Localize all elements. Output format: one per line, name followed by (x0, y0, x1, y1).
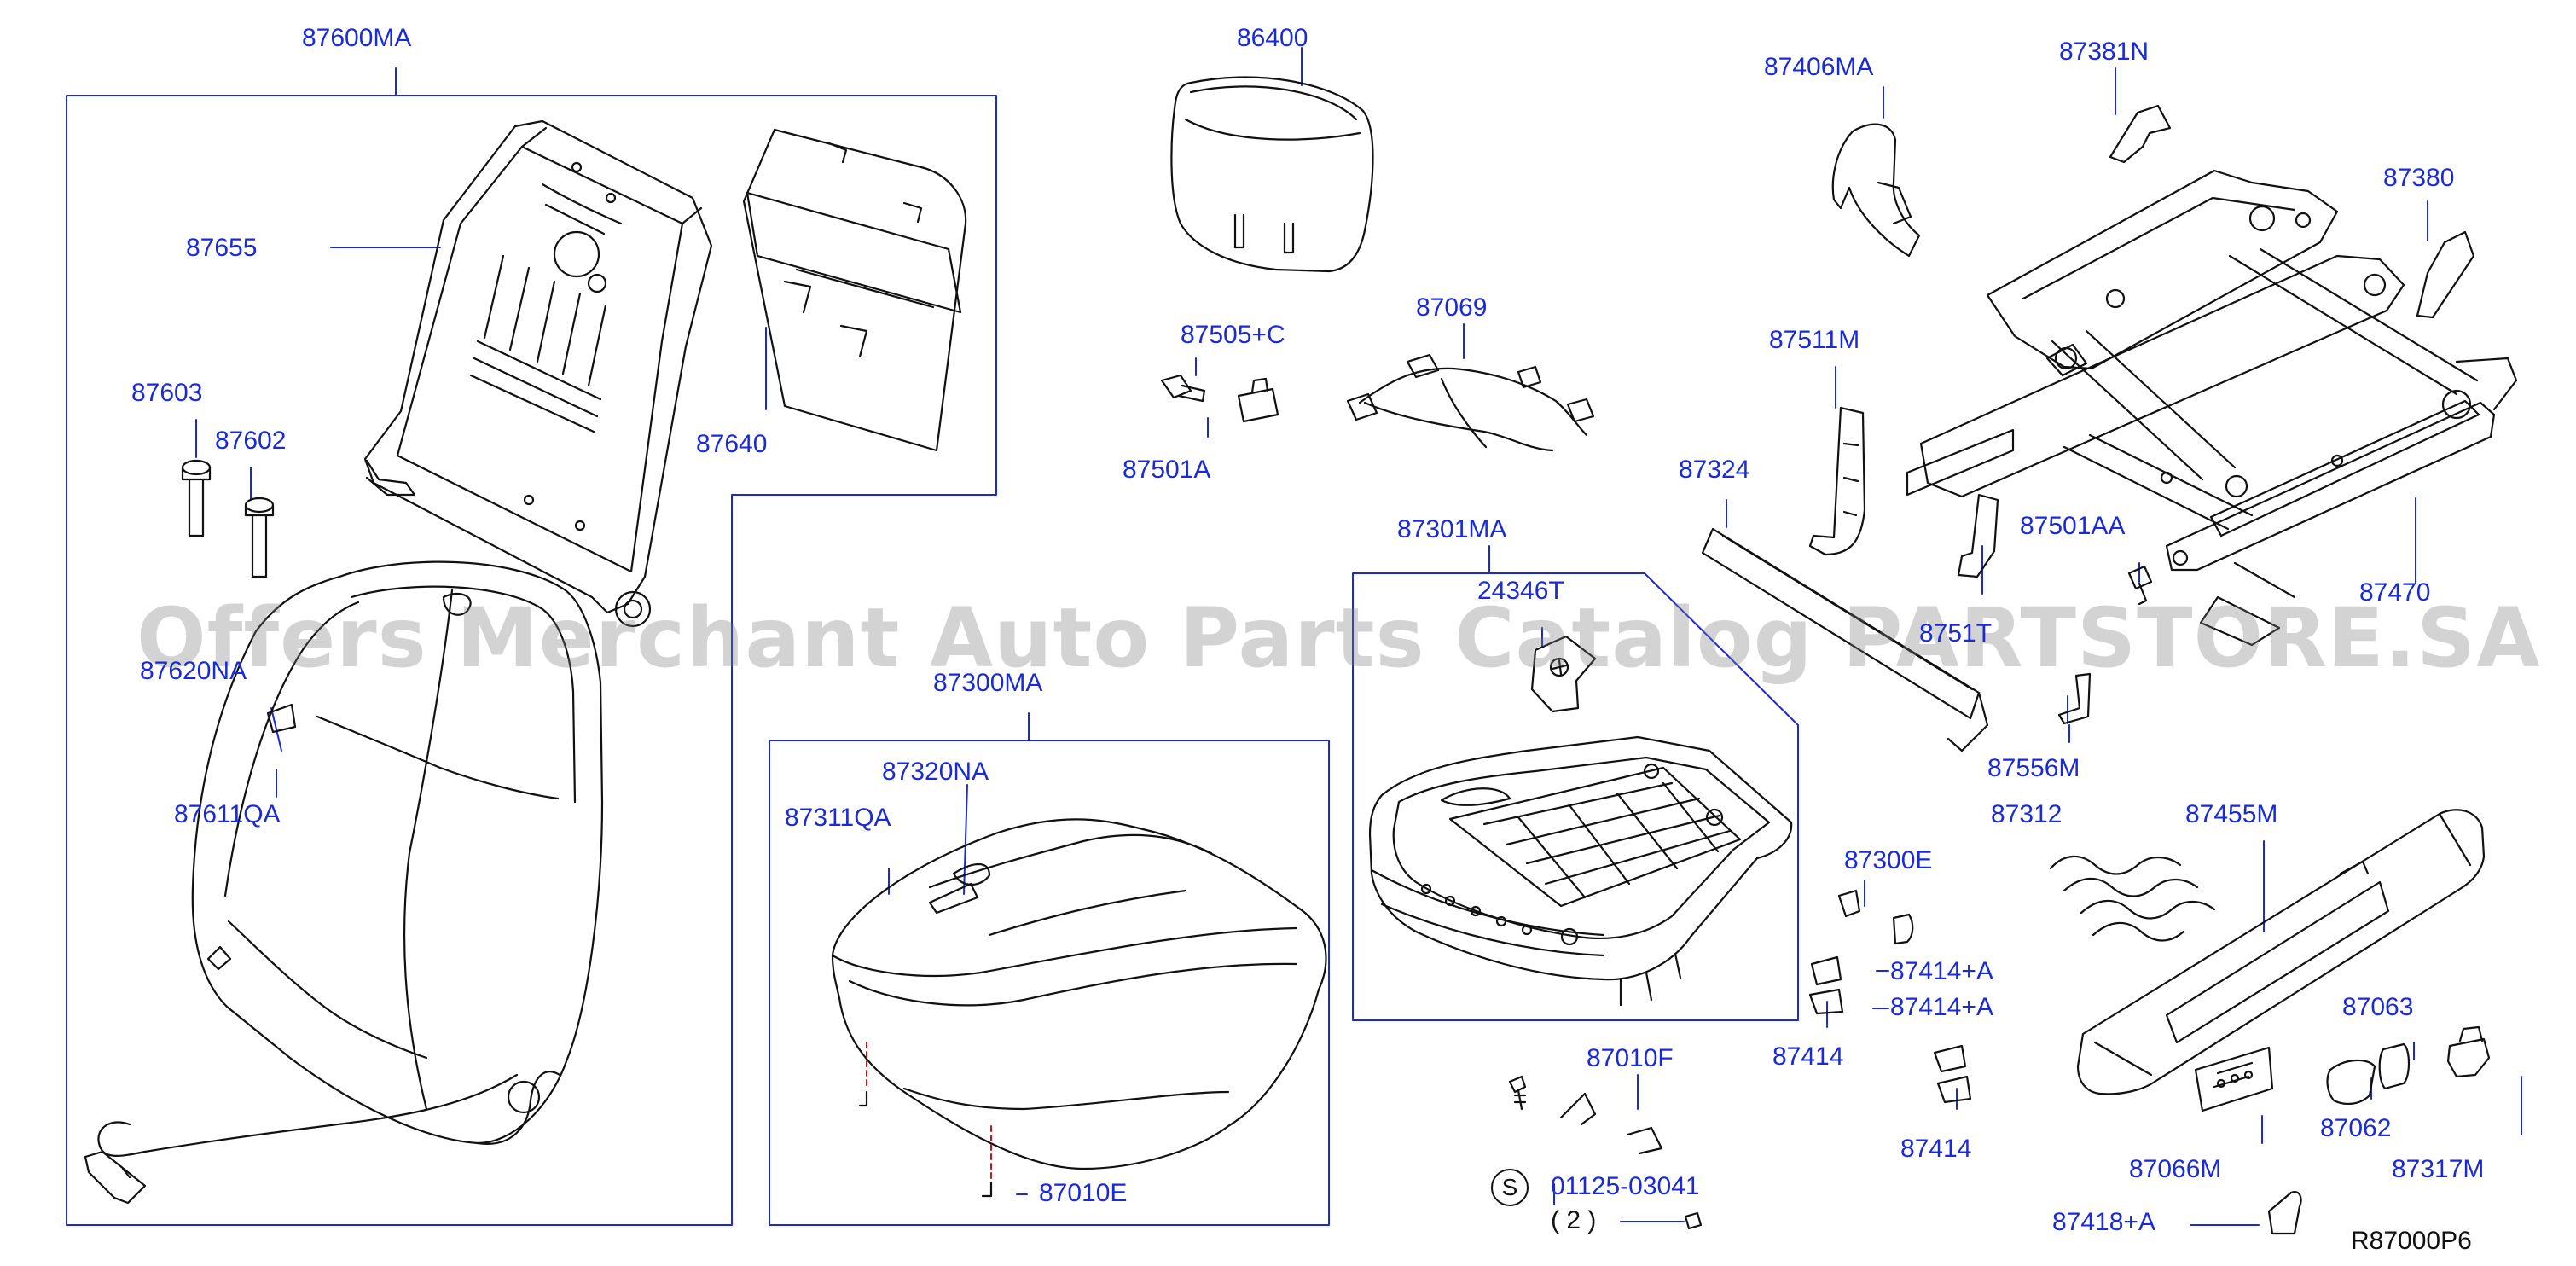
label-87501A[interactable]: 87501A (1123, 456, 1211, 484)
label-87414-2[interactable]: 87414 (1900, 1135, 1972, 1163)
bolt-87603 (181, 459, 212, 537)
sensor-24346T (1530, 635, 1597, 713)
label-87063[interactable]: 87063 (2342, 993, 2414, 1021)
label-87066M[interactable]: 87066M (2129, 1155, 2222, 1183)
part-87406MA (1831, 123, 1921, 258)
label-87317M[interactable]: 87317M (2392, 1155, 2485, 1183)
label-87311QA[interactable]: 87311QA (785, 804, 891, 832)
label-87010E[interactable]: 87010E (1039, 1179, 1128, 1207)
label-87418A[interactable]: 87418+A (2052, 1208, 2155, 1236)
label-87501AA[interactable]: 87501AA (2020, 512, 2126, 540)
part-87556M (2057, 672, 2092, 725)
label-87640[interactable]: 87640 (696, 430, 768, 458)
label-87324[interactable]: 87324 (1679, 456, 1750, 484)
label-87620NA[interactable]: 87620NA (140, 657, 247, 685)
label-8751T[interactable]: 8751T (1919, 619, 1993, 648)
label-87414A-1[interactable]: 87414+A (1890, 957, 1993, 985)
harness-87069 (1346, 353, 1595, 452)
seat-frame-87470 (1906, 169, 2518, 647)
switch-87066M (2194, 1046, 2274, 1112)
seatback-frame-87655 (363, 119, 713, 628)
cushion-frame-87301MA (1368, 735, 1793, 1007)
clip-87414-a (1808, 955, 1844, 1015)
label-87414-1[interactable]: 87414 (1772, 1042, 1844, 1071)
seatback-trim (84, 560, 604, 1205)
part-87380 (2416, 230, 2475, 319)
clip-87300E (1837, 889, 1914, 945)
label-87010F[interactable]: 87010F (1587, 1044, 1674, 1072)
screw-01125-03041 (1508, 1075, 1703, 1230)
label-01125-03041[interactable]: 01125-03041 (1551, 1172, 1700, 1200)
part-87381N (2109, 104, 2172, 164)
part-87418A (2267, 1191, 2302, 1235)
label-24346T[interactable]: 24346T (1477, 577, 1564, 605)
label-87300E[interactable]: 87300E (1844, 846, 1933, 874)
label-87655[interactable]: 87655 (186, 234, 258, 262)
group-box-87301MA (1352, 572, 1799, 1021)
label-87320NA[interactable]: 87320NA (882, 758, 989, 786)
seat-cushion (831, 818, 1327, 1170)
label-87455M[interactable]: 87455M (2185, 800, 2278, 828)
label-87301MA[interactable]: 87301MA (1397, 515, 1507, 543)
label-87602[interactable]: 87602 (215, 427, 287, 455)
standard-part-mark: S (1491, 1169, 1529, 1206)
bolt-87602 (244, 497, 275, 578)
quantity-note: ( 2 ) (1551, 1206, 1597, 1234)
group-box-87600MA (66, 95, 997, 1226)
label-87511M[interactable]: 87511M (1769, 326, 1860, 354)
label-87406MA[interactable]: 87406MA (1764, 53, 1874, 81)
knob-87063 (2378, 1042, 2411, 1090)
knob-87062 (2326, 1059, 2376, 1106)
clip-87010F (1559, 1092, 1663, 1155)
clip-87505C (1237, 377, 1279, 423)
group-box-87300MA (769, 740, 1330, 1226)
label-87062[interactable]: 87062 (2320, 1114, 2392, 1142)
label-87505C[interactable]: 87505+C (1181, 321, 1285, 349)
clip-87414-b (1933, 1044, 1972, 1104)
back-board-87640 (742, 128, 967, 452)
label-87556M[interactable]: 87556M (1987, 754, 2080, 782)
label-87312[interactable]: 87312 (1991, 800, 2063, 828)
label-87069[interactable]: 87069 (1416, 293, 1488, 322)
label-87300MA[interactable]: 87300MA (933, 669, 1043, 697)
label-87414A-2[interactable]: 87414+A (1890, 993, 1993, 1021)
bracket-8751T (1957, 493, 1999, 578)
springs-87312 (2049, 855, 2216, 942)
label-87470[interactable]: 87470 (2359, 578, 2431, 607)
label-87380[interactable]: 87380 (2383, 164, 2455, 192)
label-87611QA[interactable]: 87611QA (174, 800, 281, 828)
part-87317M (2446, 1025, 2491, 1078)
part-87511M (1808, 406, 1866, 556)
watermark: Offers Merchant Auto Parts Catalog PARTS… (136, 590, 2541, 686)
side-finisher-87455M (2076, 809, 2486, 1095)
label-87603[interactable]: 87603 (131, 379, 203, 407)
label-87600MA[interactable]: 87600MA (302, 24, 412, 52)
label-87381N[interactable]: 87381N (2059, 38, 2150, 66)
bolt-87501AA (2127, 565, 2153, 606)
bolt-87501A (1160, 374, 1206, 403)
headrest-86400 (1170, 76, 1374, 273)
rod-87324 (1701, 527, 1989, 752)
label-86400[interactable]: 86400 (1237, 24, 1308, 52)
diagram-code: R87000P6 (2351, 1227, 2472, 1255)
